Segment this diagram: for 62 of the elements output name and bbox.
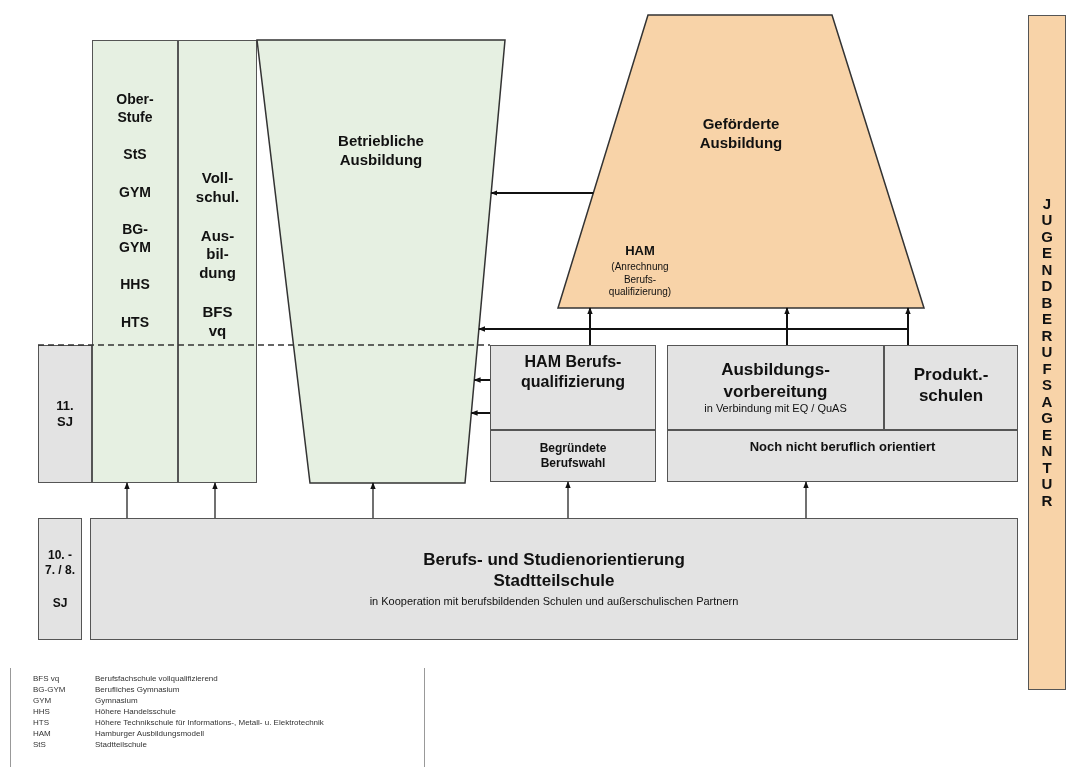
orientation-box (90, 518, 1018, 640)
box-label: Berufs- und Studienorientierung Stadtteilschule (422, 548, 686, 592)
school-column (92, 40, 178, 483)
abbreviation: HTS (33, 718, 50, 728)
abbreviation: BFS vq (33, 674, 61, 684)
abbreviation: StS (33, 740, 47, 750)
arrow (470, 410, 491, 416)
arrow (803, 481, 809, 519)
abbreviation: HHS (33, 707, 51, 717)
box-label: HHS (120, 276, 150, 294)
box-label: BG- GYM (118, 221, 152, 256)
box-label: Begründete Berufswahl (538, 441, 608, 471)
program-box (667, 430, 1018, 482)
box-label: HAM (624, 243, 656, 260)
program-box (667, 345, 884, 430)
agency-bar (1028, 15, 1066, 690)
box-label: Aus- bil- dung (198, 226, 237, 283)
box-label: HTS (121, 313, 149, 331)
arrow (784, 307, 790, 346)
box-label: Ober- Stufe (115, 91, 155, 126)
box-label: GYM (119, 183, 151, 201)
box-label: Betriebliche Ausbildung (337, 132, 425, 170)
school-year-box (38, 345, 92, 483)
abbreviation: GYM (33, 696, 53, 706)
training-trapezoid (257, 40, 505, 483)
arrow (490, 190, 595, 196)
box-label: (Anrechnung Berufs- qualifizierung) (607, 261, 673, 299)
arrow (565, 481, 571, 519)
box-label: in Kooperation mit berufsbildenden Schulen und außerschulischen Partnern (369, 595, 739, 610)
box-label: in Verbindung mit EQ / QuAS (704, 401, 847, 416)
school-year-box (38, 518, 82, 640)
arrow (473, 377, 491, 383)
box-label: SJ (52, 595, 68, 611)
program-box (490, 430, 656, 482)
box-label: StS (123, 146, 147, 164)
arrow (124, 482, 130, 519)
definition: Berufsfachschule vollqualifizierend (95, 674, 219, 684)
box-label: 10. - 7. / 8. (44, 547, 76, 578)
arrow (587, 307, 593, 346)
definition: Hamburger Ausbildungsmodell (95, 729, 205, 739)
box-label: Geförderte Ausbildung (698, 115, 784, 153)
arrow (212, 482, 218, 519)
training-trapezoid (558, 15, 924, 308)
box-label: HAM Berufs- qualifizierung (520, 352, 626, 392)
program-box (884, 345, 1018, 430)
box-label: Noch nicht beruflich orientiert (749, 439, 936, 456)
program-box (490, 345, 656, 430)
definition: Berufliches Gymnasium (95, 685, 181, 695)
abbreviation: BG-GYM (33, 685, 67, 695)
box-label: Voll- schul. (194, 169, 241, 207)
box-label: BFS vq (201, 302, 234, 341)
abbreviation: HAM (33, 729, 52, 739)
definition: Höhere Technikschule für Informations-, Metall- u. Elektrotechnik (95, 718, 325, 728)
box-label: Ausbildungs- vorbereitung (720, 359, 831, 402)
box-label: 11. SJ (55, 397, 75, 431)
arrow (370, 482, 376, 519)
box-label: Produkt.- schulen (912, 364, 990, 407)
school-column (178, 40, 257, 483)
definition: Gymnasium (95, 696, 139, 706)
vertical-label: JUGENDBERUFSAGENTUR (1040, 195, 1054, 510)
definition: Höhere Handelsschule (95, 707, 177, 717)
definition: Stadtteilschule (95, 740, 149, 750)
